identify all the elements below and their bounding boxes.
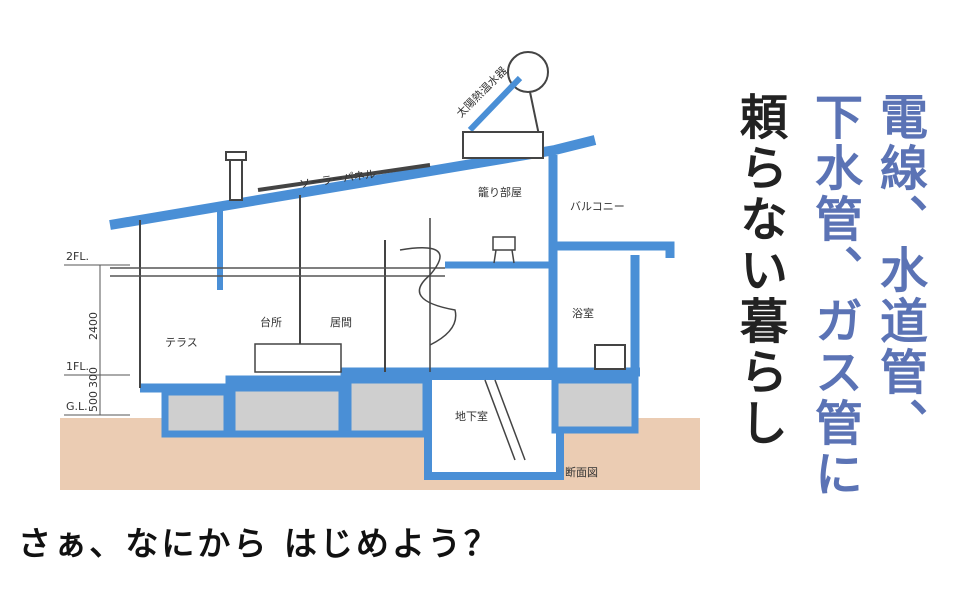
- label-dim-300: 300: [87, 367, 100, 388]
- basement-ladder: [484, 379, 526, 461]
- label-bath: 浴室: [572, 306, 594, 320]
- loft-chair: [492, 236, 516, 264]
- label-dim-2400: 2400: [87, 312, 100, 340]
- label-section: 断面図: [565, 465, 598, 479]
- label-1fl: 1FL.: [66, 360, 89, 373]
- label-gl: G.L.: [66, 400, 88, 413]
- solar-panel: [257, 163, 431, 192]
- foundation-block: [161, 388, 231, 438]
- house-section-illustration: 太陽熱温水器 ソーラーパネル 籠り部屋 バルコニー テラス 台所 居間 浴室 地…: [60, 51, 700, 490]
- level-markers: [64, 264, 130, 416]
- label-terrace: テラス: [165, 336, 198, 349]
- balcony-roof: [555, 241, 675, 258]
- foundation-block: [228, 384, 346, 438]
- chimney-cap: [225, 151, 247, 161]
- label-kitchen: 台所: [260, 315, 282, 329]
- tagline: さぁ、なにから はじめよう？: [18, 524, 500, 563]
- headline-line-2: 下水管、ガス管に: [806, 92, 862, 500]
- headline-line-3: 頼らない暮らし: [731, 92, 787, 449]
- bathtub: [594, 344, 626, 370]
- floor-slab: [140, 367, 640, 393]
- label-2fl: 2FL.: [66, 250, 89, 263]
- label-living: 居間: [330, 316, 352, 329]
- spiral-stair: [399, 218, 457, 372]
- label-dim-500: 500: [87, 391, 100, 412]
- solar-water-heater-panel: [467, 75, 523, 133]
- heater-base: [462, 131, 544, 159]
- label-loft: 籠り部屋: [478, 185, 522, 199]
- label-balcony: バルコニー: [570, 200, 625, 213]
- kitchen-counter: [254, 343, 342, 373]
- label-basement: 地下室: [455, 409, 488, 423]
- roof: [109, 135, 597, 230]
- foundation-block: [551, 376, 639, 434]
- headline-line-1: 電線、水道管、: [871, 92, 927, 449]
- label-solar-water-heater: 太陽熱温水器: [454, 64, 510, 120]
- basement-pit: [424, 372, 564, 480]
- chimney: [229, 155, 243, 201]
- foundation-block: [344, 376, 430, 438]
